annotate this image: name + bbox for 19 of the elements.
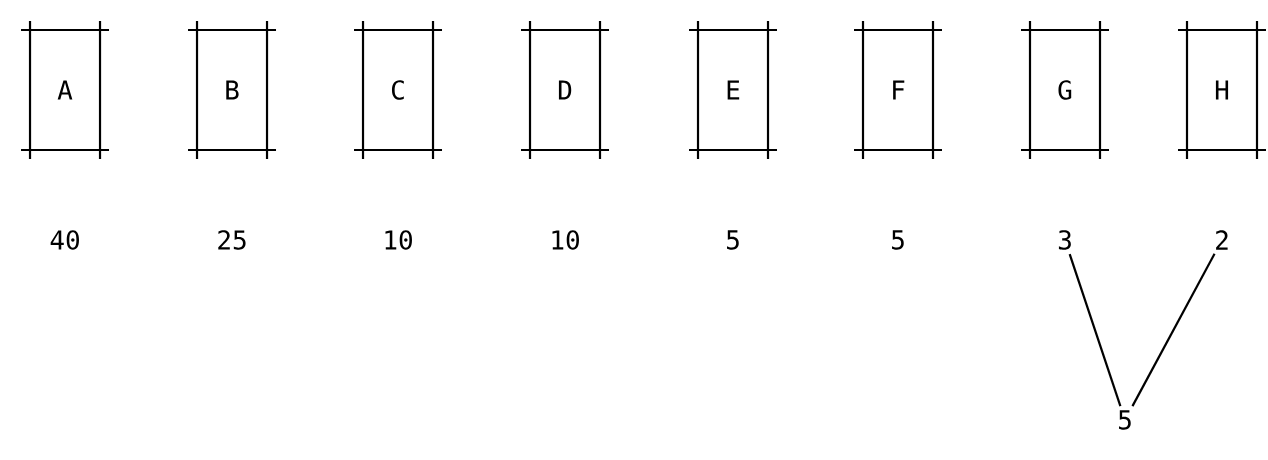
weight-number: 3 (1058, 230, 1071, 250)
weight-number: 40 (50, 230, 79, 250)
weight-number: 25 (218, 230, 246, 250)
weight-number: 10 (552, 230, 579, 250)
letter-box: F (854, 21, 942, 159)
weight-number: 2 (1216, 230, 1228, 250)
weight-number: 10 (385, 230, 412, 250)
letter-box: D (521, 21, 609, 159)
weight-number: 5 (1119, 410, 1131, 430)
weight-number: 5 (892, 230, 904, 250)
letter-box: G (1021, 21, 1109, 159)
letter-box: A (21, 21, 109, 159)
weight-number: 5 (727, 230, 739, 250)
letter-box: E (689, 21, 777, 159)
connector-line (1068, 253, 1122, 407)
letter-box: C (354, 21, 442, 159)
letter-box: H (1178, 21, 1266, 159)
connector-line (1131, 253, 1216, 407)
letter-box: B (188, 21, 276, 159)
